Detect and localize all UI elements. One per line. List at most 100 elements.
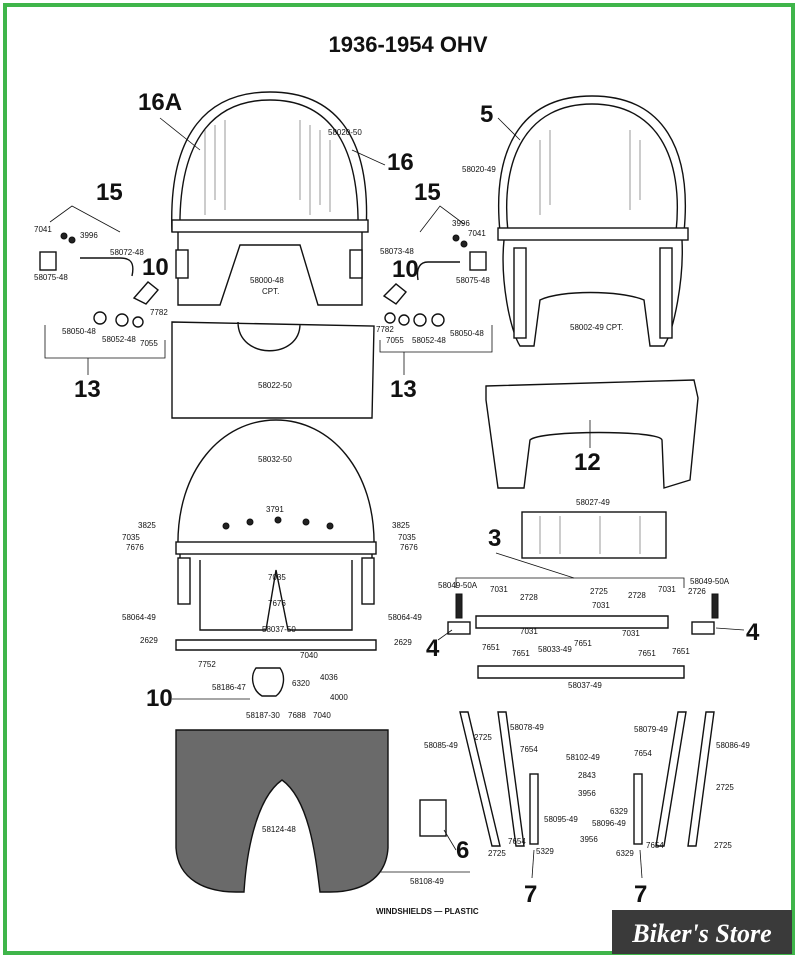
label-58102-49: 58102-49 [566,753,600,762]
label-cpt: CPT. [262,287,279,296]
label-58124-48: 58124-48 [262,825,296,834]
label-7688: 7688 [288,711,306,720]
panel-58022-50 [171,321,375,419]
label-2629-right: 2629 [394,638,412,647]
callout-15-right: 15 [414,179,441,206]
label-58086-49: 58086-49 [716,741,750,750]
label-58052-48-left: 58052-48 [102,335,136,344]
label-7031-c: 7031 [658,585,676,594]
label-7752: 7752 [198,660,216,669]
label-58079-49: 58079-49 [634,725,668,734]
label-3956-b: 3956 [580,835,598,844]
label-58037-50: 58037-50 [262,625,296,634]
caption: WINDSHIELDS — PLASTIC [376,907,479,916]
label-7041-right: 7041 [468,229,486,238]
label-7654-d: 7654 [646,841,664,850]
label-58002-49-cpt: 58002-49 CPT. [570,323,623,332]
label-58108-49: 58108-49 [410,877,444,886]
callout-12: 12 [574,449,601,476]
label-7651-c: 7651 [574,639,592,648]
label-7654-b: 7654 [508,837,526,846]
label-2728-left: 2728 [520,593,538,602]
label-58033-49: 58033-49 [538,645,572,654]
callout-5: 5 [480,101,493,128]
label-4000: 4000 [330,693,348,702]
callout-7-left: 7 [524,881,537,908]
label-7782-right: 7782 [376,325,394,334]
label-2725-top: 2725 [590,587,608,596]
callout-15-left: 15 [96,179,123,206]
label-58049-50A-left: 58049-50A [438,581,478,590]
label-58020-49: 58020-49 [462,165,496,174]
label-58027-49: 58027-49 [576,498,610,507]
clamp-58187-30 [251,667,285,697]
panel-12 [485,379,699,489]
diagram-title: 1936-1954 OHV [329,32,488,57]
label-7031-e: 7031 [622,629,640,638]
label-3996-left: 3996 [80,231,98,240]
label-2726: 2726 [688,587,706,596]
callout-10-left: 10 [142,254,169,281]
label-2725-b: 2725 [488,849,506,858]
label-58095-49: 58095-49 [544,815,578,824]
label-7654-a: 7654 [520,745,538,754]
logo-background [612,910,792,954]
label-2843: 2843 [578,771,596,780]
label-7040-top: 7040 [300,651,318,660]
panel-58027-49 [521,511,667,559]
label-58000-48: 58000-48 [250,276,284,285]
windshield-58032-50 [175,419,377,651]
label-58096-49: 58096-49 [592,819,626,828]
label-58078-49: 58078-49 [510,723,544,732]
label-58186-47: 58186-47 [212,683,246,692]
store-logo: Biker's Store [631,919,771,948]
callout-16A: 16A [138,89,182,116]
label-58050-48-left: 58050-48 [62,327,96,336]
label-2725-d: 2725 [714,841,732,850]
label-3956-a: 3956 [578,789,596,798]
label-3825-right: 3825 [392,521,410,530]
label-7651-b: 7651 [512,649,530,658]
label-58022-50: 58022-50 [258,381,292,390]
label-7041-left: 7041 [34,225,52,234]
windshield-58020-50 [171,91,369,306]
label-58085-49: 58085-49 [424,741,458,750]
label-6329-a: 6329 [610,807,628,816]
label-4036: 4036 [320,673,338,682]
label-2629-left: 2629 [140,636,158,645]
label-7782-left: 7782 [150,308,168,317]
windshield-58020-49 [497,95,689,347]
label-7031-b: 7031 [592,601,610,610]
label-7031-a: 7031 [490,585,508,594]
label-58064-49-right: 58064-49 [388,613,422,622]
callout-10-mid: 10 [146,685,173,712]
label-7055-right: 7055 [386,336,404,345]
bracket-58108-49 [419,799,447,837]
label-58072-48: 58072-48 [110,248,144,257]
label-3825-left: 3825 [138,521,156,530]
label-58050-48-right: 58050-48 [450,329,484,338]
label-58075-48-right: 58075-48 [456,276,490,285]
label-7654-c: 7654 [634,749,652,758]
label-7040-bottom: 7040 [313,711,331,720]
label-58075-48-left: 58075-48 [34,273,68,282]
label-3996-right: 3996 [452,219,470,228]
callout-7-right: 7 [634,881,647,908]
label-7055-left: 7055 [140,339,158,348]
bar-58037-49 [477,665,685,679]
label-7676-center: 7676 [268,599,286,608]
label-58032-50: 58032-50 [258,455,292,464]
label-6329-b: 6329 [616,849,634,858]
green-border [3,3,795,955]
callout-4-right: 4 [746,619,760,646]
callout-10-right: 10 [392,256,419,283]
bar-58033-49 [475,615,669,629]
label-7035-left: 7035 [122,533,140,542]
label-7676-right: 7676 [400,543,418,552]
label-2725-c: 2725 [716,783,734,792]
label-58049-50A-right: 58049-50A [690,577,730,586]
label-7035-center: 7035 [268,573,286,582]
stays-group [459,711,715,847]
